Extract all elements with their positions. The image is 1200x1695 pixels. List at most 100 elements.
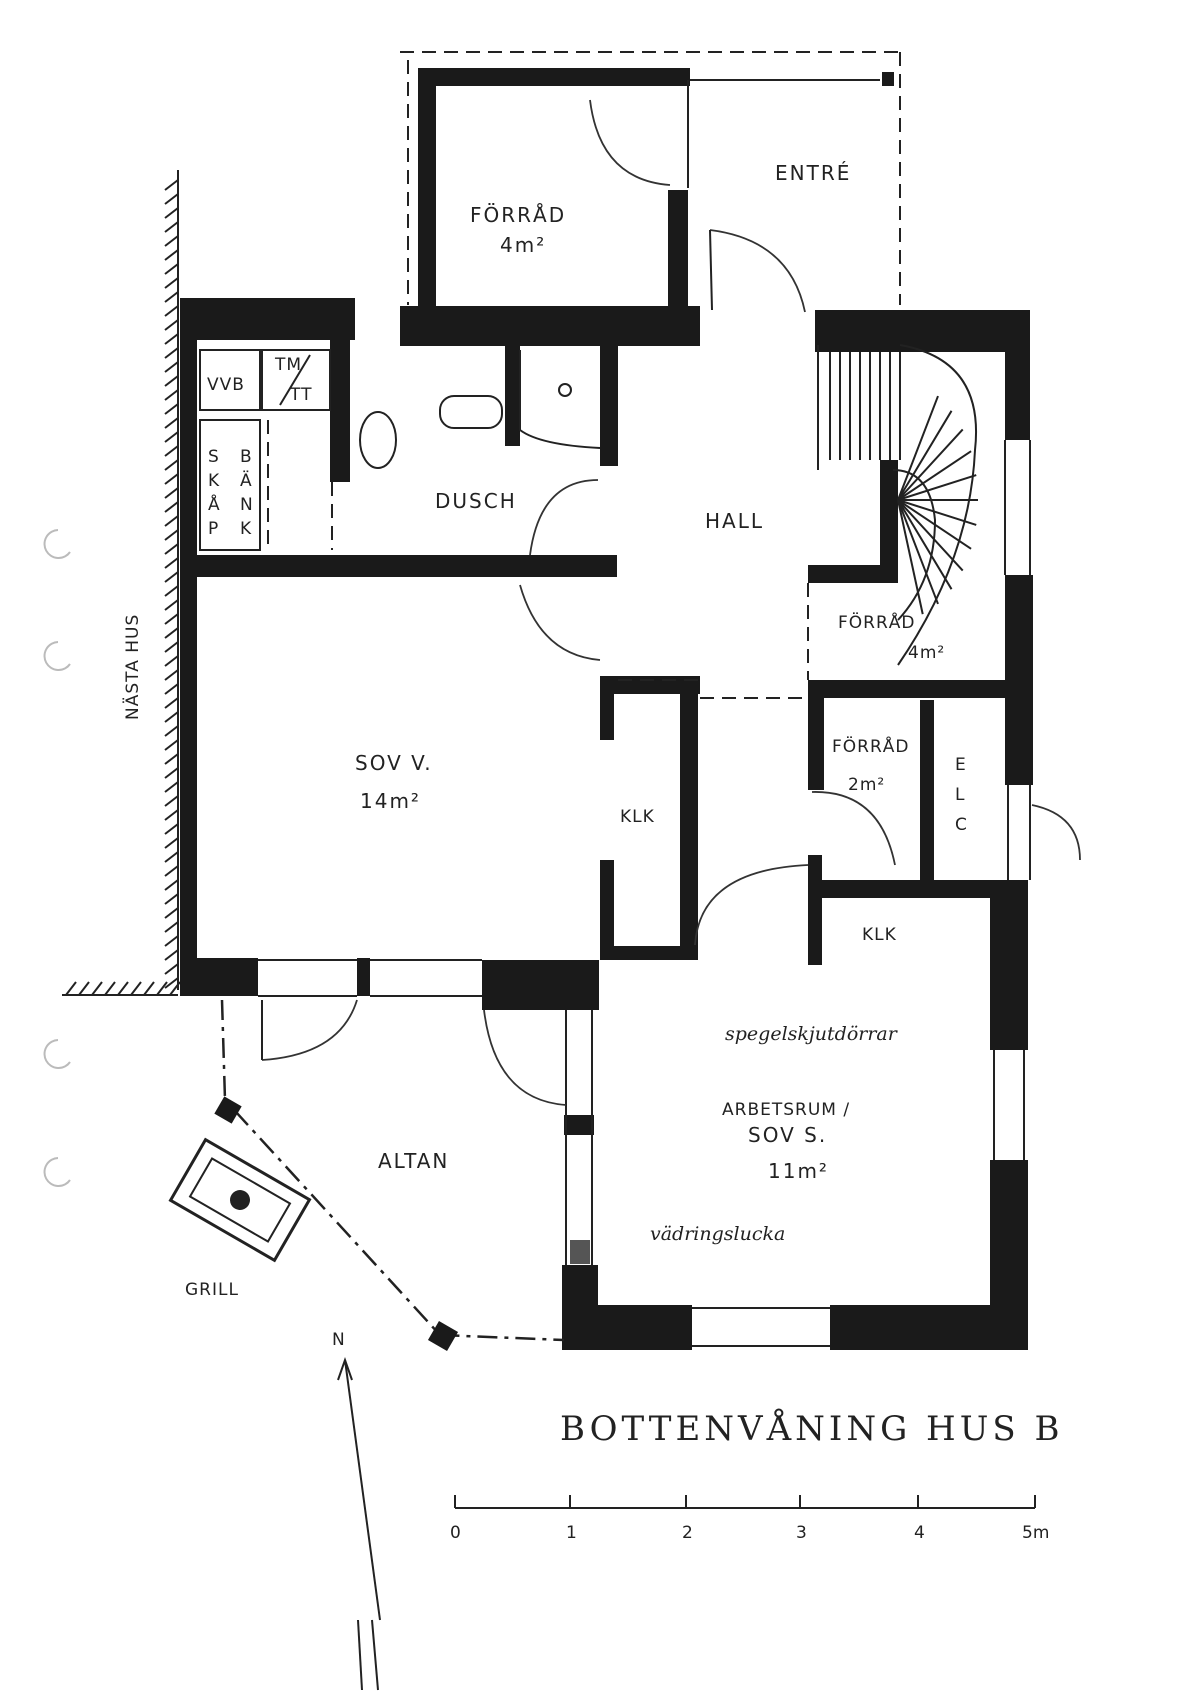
hatch-line — [164, 753, 179, 765]
spegel-annotation: spegelskjutdörrar — [725, 1023, 899, 1045]
hatch-line — [164, 837, 179, 849]
stair-steps — [829, 352, 978, 615]
scale-tick-1: 1 — [566, 1523, 577, 1543]
hatch-line — [164, 403, 179, 415]
vadring-annotation: vädringslucka — [650, 1223, 785, 1245]
hatch-line — [164, 711, 179, 723]
thin-outlines — [199, 51, 1031, 1347]
hatch-line — [169, 981, 181, 996]
hatch-line — [164, 879, 179, 891]
grill-icon — [168, 1137, 312, 1263]
hatch-line — [164, 529, 179, 541]
hall-label: HALL — [705, 509, 764, 533]
scale-tick-3: 3 — [796, 1523, 807, 1543]
hatch-line — [164, 823, 179, 835]
hatch-line — [164, 473, 179, 485]
hatch-line — [164, 417, 179, 429]
entre-label: ENTRÉ — [775, 161, 851, 185]
hatch-line — [164, 445, 179, 457]
altan-label: ALTAN — [378, 1149, 449, 1173]
arbetsrum-area: 11m² — [768, 1159, 829, 1183]
hatch-line — [164, 655, 179, 667]
stair-step — [897, 499, 953, 590]
neighbor-label: NÄSTA HUS — [122, 614, 143, 720]
hatch-line — [156, 981, 168, 996]
hatch-line — [164, 585, 179, 597]
forrad-small-label: FÖRRÅD — [832, 735, 910, 757]
hatch-line — [164, 515, 179, 527]
hatch-line — [164, 221, 179, 233]
hatch-line — [164, 571, 179, 583]
grill-label: GRILL — [185, 1280, 239, 1300]
hatch-line — [164, 361, 179, 373]
hatch-line — [164, 459, 179, 471]
hatch-lines — [65, 179, 181, 996]
hatch-line — [91, 981, 103, 996]
sov-v-area: 14m² — [360, 789, 421, 813]
hatch-line — [164, 249, 179, 261]
bathroom-fixtures — [359, 383, 572, 469]
hatch-line — [164, 725, 179, 737]
hatch-line — [164, 501, 179, 513]
hatch-line — [164, 277, 179, 289]
hatch-line — [164, 781, 179, 793]
hatch-line — [164, 599, 179, 611]
hatch-line — [164, 235, 179, 247]
sov-v-label: SOV V. — [355, 751, 433, 775]
altan-outline — [214, 999, 565, 1352]
hatch-line — [164, 263, 179, 275]
stair-step — [897, 450, 972, 501]
forrad-top-area: 4m² — [500, 233, 546, 257]
hatch-line — [65, 981, 77, 996]
hatch-line — [164, 697, 179, 709]
arbetsrum-label-2: SOV S. — [748, 1123, 827, 1147]
hatch-line — [164, 795, 179, 807]
forrad-stair-label: FÖRRÅD — [838, 611, 916, 633]
hatch-line — [164, 487, 179, 499]
hatch-line — [164, 641, 179, 653]
hatch-line — [164, 347, 179, 359]
neighbor-wall-hatch — [62, 170, 179, 996]
hatch-line — [164, 935, 179, 947]
stair-step — [897, 499, 972, 550]
hatch-line — [164, 627, 179, 639]
binder-holes — [43, 529, 71, 1187]
stair-step — [897, 474, 977, 501]
stair-step — [897, 499, 964, 572]
hatch-line — [104, 981, 116, 996]
room-labels: FÖRRÅD 4m² ENTRÉ VVB TM TT DUSCH HALL FÖ… — [122, 161, 1059, 1449]
hatch-line — [164, 767, 179, 779]
hatch-line — [164, 683, 179, 695]
hatch-line — [130, 981, 142, 996]
stair-step — [897, 395, 939, 501]
scale-tick-5: 5m — [1022, 1523, 1049, 1543]
tt-label: TT — [289, 385, 312, 405]
north-label: N — [332, 1330, 345, 1350]
hatch-line — [164, 963, 179, 975]
hatch-line — [143, 981, 155, 996]
vvb-label: VVB — [207, 375, 245, 395]
stair-step — [897, 499, 977, 526]
stair-step — [897, 410, 953, 501]
hatch-line — [164, 557, 179, 569]
hatch-line — [164, 921, 179, 933]
hatch-line — [164, 207, 179, 219]
scale-tick-2: 2 — [682, 1523, 693, 1543]
walls — [180, 68, 1033, 1350]
hatch-line — [164, 305, 179, 317]
klk-right-label: KLK — [862, 925, 897, 945]
hatch-line — [164, 613, 179, 625]
hatch-line — [164, 809, 179, 821]
arbetsrum-label-1: ARBETSRUM / — [722, 1100, 850, 1120]
hatch-line — [164, 851, 179, 863]
hatch-line — [164, 333, 179, 345]
hatch-line — [164, 907, 179, 919]
stair-step — [897, 428, 964, 501]
hatch-line — [164, 865, 179, 877]
hatch-line — [164, 949, 179, 961]
forrad-small-area: 2m² — [848, 775, 885, 795]
scale-tick-4: 4 — [914, 1523, 925, 1543]
hatch-line — [164, 375, 179, 387]
